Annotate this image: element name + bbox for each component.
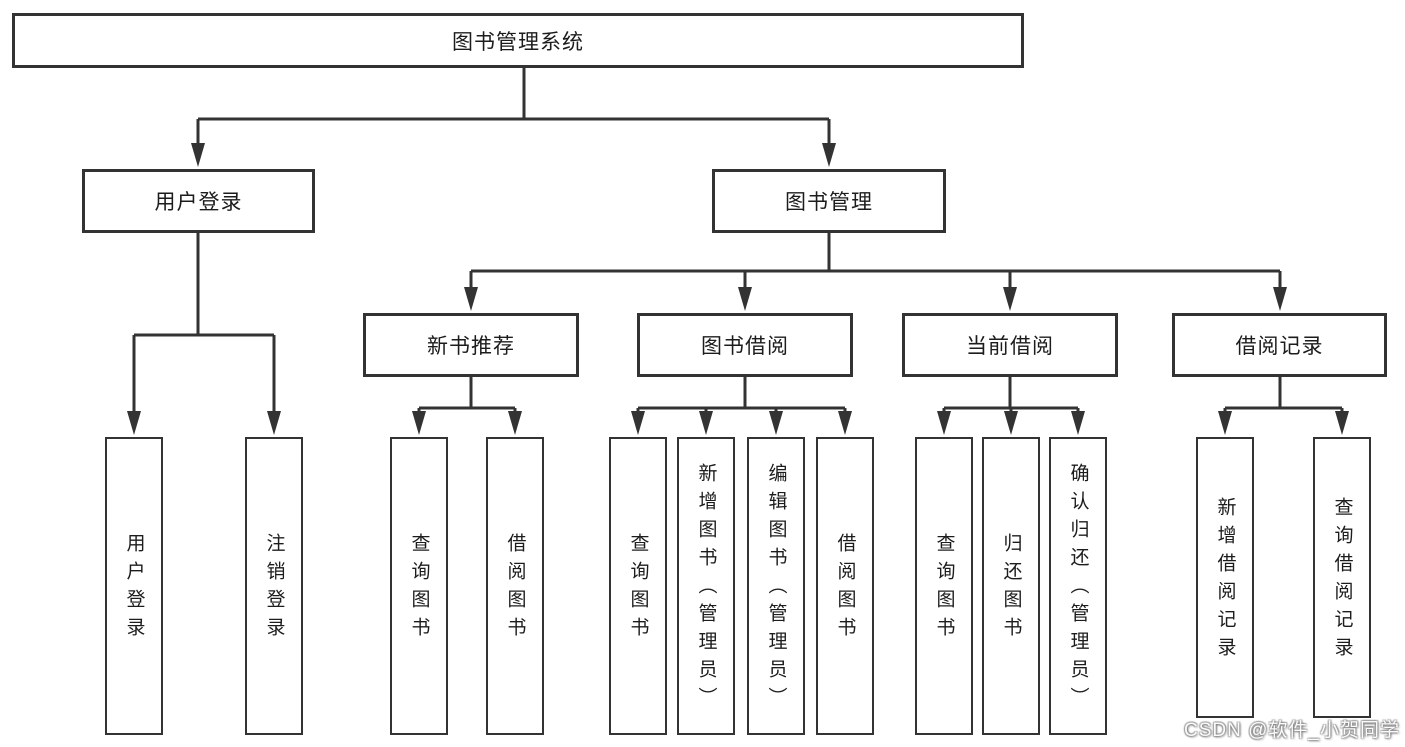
leaf-bb-query-books: 查询图书 (609, 437, 667, 735)
node-new-book-recommend: 新书推荐 (363, 313, 579, 377)
watermark: CSDN @软件_小贺同学 (1184, 720, 1400, 741)
leaf-nbr-query-books: 查询图书 (390, 437, 448, 735)
leaf-bb-borrow-books: 借阅图书 (816, 437, 874, 735)
node-user-login: 用户登录 (82, 169, 315, 233)
leaf-cb-query-books: 查询图书 (915, 437, 973, 735)
leaf-nbr-borrow-books: 借阅图书 (486, 437, 544, 735)
leaf-logout: 注销登录 (245, 437, 303, 735)
leaf-bb-add-books: 新增图书（管理员） (677, 437, 735, 735)
node-book-borrowing: 图书借阅 (637, 313, 853, 377)
leaf-cb-confirm-return: 确认归还（管理员） (1049, 437, 1107, 735)
leaf-user-login: 用户登录 (105, 437, 163, 735)
node-current-borrowing: 当前借阅 (902, 313, 1118, 377)
leaf-cb-return-books: 归还图书 (982, 437, 1040, 735)
leaf-br-add-record: 新增借阅记录 (1196, 437, 1254, 718)
leaf-bb-edit-books: 编辑图书（管理员） (747, 437, 805, 735)
node-root: 图书管理系统 (12, 13, 1024, 68)
node-book-management: 图书管理 (712, 169, 946, 233)
node-borrowing-records: 借阅记录 (1172, 313, 1387, 377)
leaf-br-query-record: 查询借阅记录 (1313, 437, 1371, 718)
